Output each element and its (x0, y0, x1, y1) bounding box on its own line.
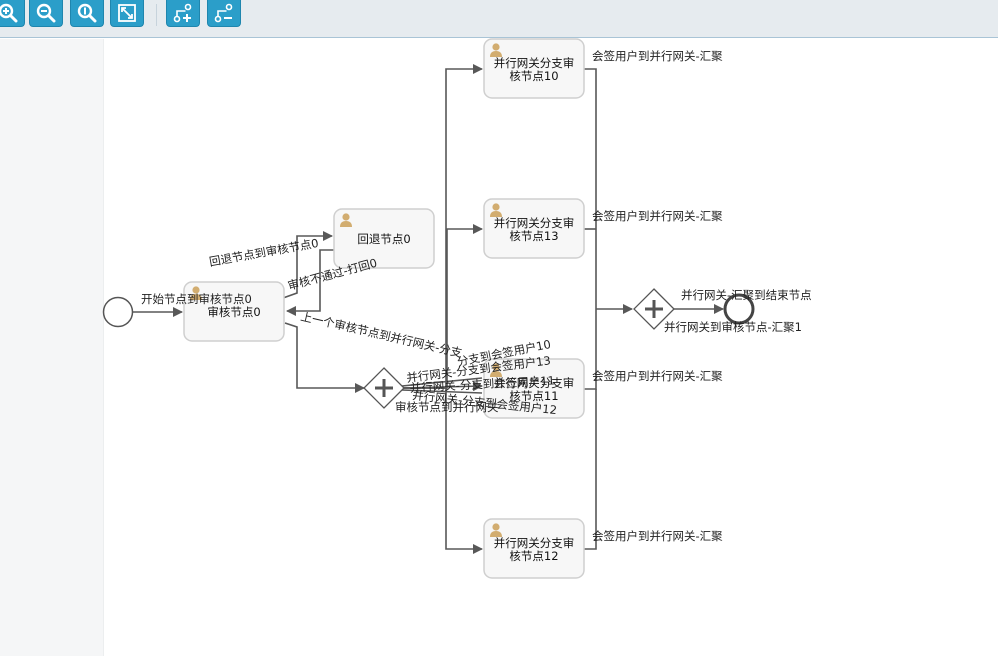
remove-flow-button[interactable] (207, 0, 241, 27)
start-event[interactable] (102, 296, 134, 328)
add-flow-button[interactable] (166, 0, 200, 27)
task-label-line1: 并行网关分支审 (494, 536, 575, 550)
flow-label-start-to-audit: 开始节点到审核节点0 (141, 292, 252, 306)
user-task-icon (490, 363, 502, 377)
flow-label-join-from-branch10: 会签用户到并行网关-汇聚 (592, 49, 723, 63)
remove-flow-icon (214, 3, 233, 23)
parallel-join-gateway[interactable] (633, 288, 675, 330)
toolbar-separator (156, 4, 157, 26)
task-branch10[interactable]: 并行网关分支审 核节点10 (483, 38, 585, 99)
task-back0[interactable]: 回退节点0 (333, 208, 435, 269)
user-task-icon (340, 213, 352, 227)
fit-to-screen-button[interactable] (110, 0, 144, 27)
flow-label-join-from-branch13: 会签用户到并行网关-汇聚 (592, 209, 723, 223)
task-label-line2: 核节点10 (509, 69, 558, 83)
flow-label-join-from-branch11: 会签用户到并行网关-汇聚 (592, 369, 723, 383)
flow-label-join-from-branch12: 会签用户到并行网关-汇聚 (592, 529, 723, 543)
flow-back-to-audit[interactable] (286, 249, 334, 316)
zoom-actual-button[interactable] (70, 0, 104, 27)
task-label-line2: 核节点12 (509, 549, 558, 563)
parallel-split-gateway[interactable] (363, 367, 405, 409)
flow-label-reject-back: 审核不通过-打回0 (286, 256, 378, 293)
task-label: 回退节点0 (357, 232, 410, 246)
flow-branch-extra-b[interactable] (401, 389, 483, 394)
user-task-icon (490, 43, 502, 57)
zoom-out-icon (36, 3, 56, 23)
task-branch13[interactable]: 并行网关分支审 核节点13 (483, 198, 585, 259)
task-label-line1: 并行网关分支审 (494, 56, 575, 70)
flow-split-to-branch12[interactable] (402, 387, 483, 554)
end-event[interactable] (723, 293, 755, 325)
zoom-actual-icon (77, 3, 97, 23)
zoom-in-button[interactable] (0, 0, 25, 27)
flow-label-join-to-end: 并行网关-汇聚到结束节点 (681, 288, 812, 302)
task-label-line1: 并行网关分支审 (494, 216, 575, 230)
zoom-in-icon (0, 3, 18, 23)
task-audit0[interactable]: 审核节点0 (183, 281, 285, 342)
fit-to-screen-icon (118, 4, 136, 22)
flow-label-back-to-audit: 回退节点到审核节点0 (208, 236, 320, 269)
task-label-line2: 核节点13 (509, 229, 558, 243)
flow-branch-extra-a[interactable] (401, 377, 483, 387)
flow-audit-to-split-gateway[interactable] (284, 322, 365, 393)
zoom-out-button[interactable] (29, 0, 63, 27)
user-task-icon (490, 523, 502, 537)
left-panel (0, 39, 104, 656)
task-label-line2: 核节点11 (509, 389, 558, 403)
flow-label-audit-to-gateway2: 审核节点到并行网关 (395, 400, 499, 414)
flow-audit-to-back[interactable] (282, 231, 333, 299)
user-task-icon (190, 286, 202, 300)
task-branch11[interactable]: 并行网关分支审 核节点11 (483, 358, 585, 419)
task-label-line1: 并行网关分支审 (494, 376, 575, 390)
flow-branch12-to-join[interactable] (584, 389, 597, 550)
flow-label-audit-to-gateway: 上一个审核节点到并行网关-分支 (299, 309, 464, 360)
flow-branch10-to-join[interactable] (584, 68, 597, 309)
add-flow-icon (173, 3, 192, 23)
user-task-icon (490, 203, 502, 217)
task-branch12[interactable]: 并行网关分支审 核节点12 (483, 518, 585, 579)
task-label: 审核节点0 (207, 305, 260, 319)
flow-label-join-to-audit: 并行网关到审核节点-汇聚1 (664, 320, 802, 334)
toolbar (0, 0, 998, 38)
